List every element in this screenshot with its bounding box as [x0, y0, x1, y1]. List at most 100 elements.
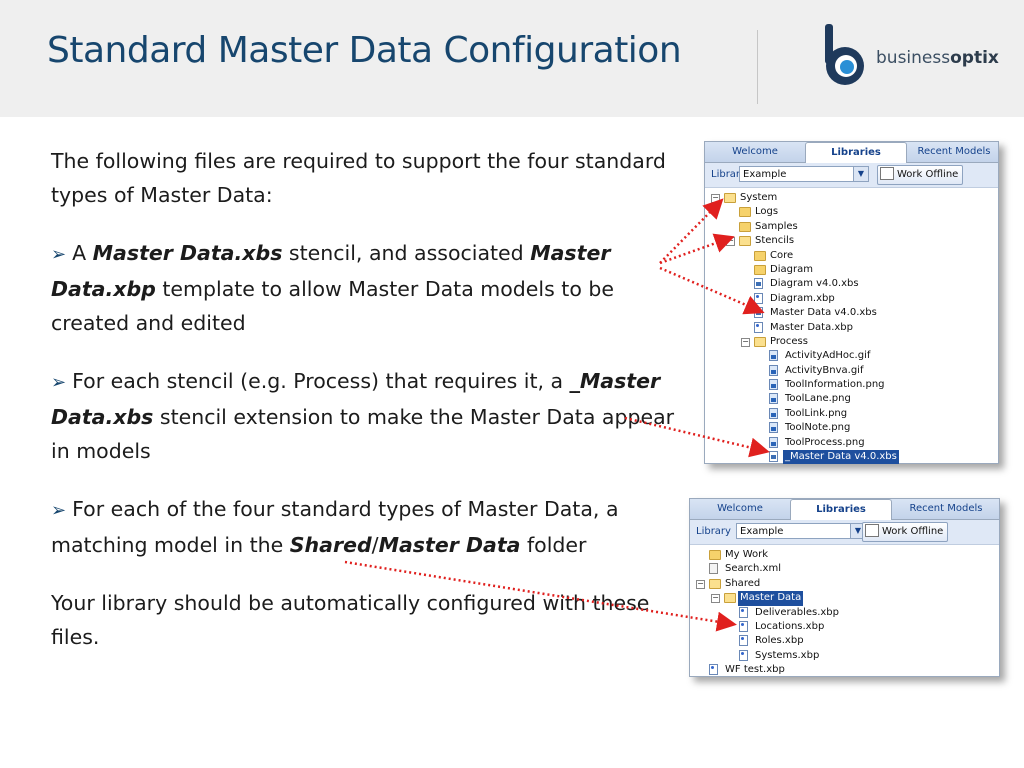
work-offline-button[interactable]: Work Offline	[862, 522, 949, 542]
arrow-bullet-icon: ➢	[51, 372, 67, 393]
tree-row[interactable]: Deliverables.xbp	[690, 606, 999, 620]
tree-row[interactable]: Core	[705, 249, 998, 263]
logo-mark-icon	[825, 24, 864, 85]
library-toolbar: Library Example▼ Work Offline	[705, 163, 998, 188]
bullet3-sep: /	[371, 533, 379, 557]
tree-row[interactable]: − Master Data	[690, 591, 999, 606]
tree-row[interactable]: Logs	[705, 205, 998, 219]
library-select-value: Example	[740, 526, 784, 537]
bullet-stencil-template: ➢A Master Data.xbs stencil, and associat…	[51, 236, 691, 340]
work-offline-button[interactable]: Work Offline	[877, 165, 964, 185]
tree-row[interactable]: − System	[705, 191, 998, 205]
tree-row[interactable]: _Master Data v4.0.xbs	[705, 450, 998, 465]
tree-row[interactable]: ToolInformation.png	[705, 378, 998, 392]
tab-recent-models[interactable]: Recent Models	[917, 146, 991, 157]
library-select[interactable]: Example▼	[739, 166, 869, 182]
tree-row[interactable]: Diagram.xbp	[705, 292, 998, 306]
collapse-toggle-icon[interactable]: −	[711, 193, 720, 203]
image-file-icon	[769, 364, 778, 376]
tree-row[interactable]: WF test.xbp	[690, 663, 999, 677]
tree-item-label: Deliverables.xbp	[755, 606, 839, 618]
tree-item-label: Core	[770, 249, 794, 261]
tree-row[interactable]: Locations.xbp	[690, 620, 999, 634]
template-file-icon	[709, 664, 718, 676]
folder-open-icon	[754, 336, 766, 347]
tree-item-label: WF test.xbp	[725, 664, 785, 676]
panel-tab-strip: Welcome Libraries Recent Models	[690, 499, 999, 520]
slide-header: Standard Master Data Configuration busin…	[0, 0, 1024, 117]
library-label: Library	[696, 526, 731, 537]
tree-row[interactable]: Diagram	[705, 263, 998, 277]
tree-row[interactable]: ToolNote.png	[705, 421, 998, 435]
tree-item-label: Search.xml	[725, 563, 781, 575]
tree-item-label: Master Data	[738, 591, 804, 606]
tab-libraries[interactable]: Libraries	[805, 142, 907, 163]
bullet1-pre: A	[72, 241, 93, 265]
collapse-toggle-icon[interactable]: −	[711, 593, 720, 604]
tree-row[interactable]: Master Data v4.0.xbs	[705, 306, 998, 320]
intro-paragraph: The following files are required to supp…	[51, 149, 666, 207]
libraries-panel-system: Welcome Libraries Recent Models Library …	[704, 141, 999, 465]
offline-icon	[865, 524, 879, 537]
tree-row[interactable]: ActivityAdHoc.gif	[705, 349, 998, 363]
tab-welcome[interactable]: Welcome	[717, 503, 763, 514]
tree-row[interactable]: −Stencils	[705, 234, 998, 248]
library-label: Library	[711, 169, 746, 180]
tab-recent-models[interactable]: Recent Models	[909, 503, 983, 514]
tab-welcome[interactable]: Welcome	[732, 146, 778, 157]
tree-row[interactable]: −Process	[705, 335, 998, 349]
folder-icon	[709, 550, 721, 560]
library-select[interactable]: Example ▼	[736, 523, 866, 539]
tree-item-label: Diagram	[770, 263, 813, 275]
tree-row[interactable]: Master Data.xbp	[705, 321, 998, 335]
tree-row[interactable]: ToolProcess.png	[705, 436, 998, 450]
collapse-toggle-icon[interactable]: −	[726, 236, 735, 247]
tree-item-label: System	[740, 192, 778, 203]
collapse-toggle-icon[interactable]: −	[696, 578, 705, 589]
tree-row[interactable]: Systems.xbp	[690, 649, 999, 663]
tree-item-label: Samples	[755, 220, 798, 232]
collapse-toggle-icon[interactable]: −	[741, 336, 750, 347]
tree-item-label: ToolInformation.png	[785, 379, 885, 391]
tree-item-label: ActivityBnva.gif	[785, 364, 864, 376]
bullet-stencil-extension: ➢For each stencil (e.g. Process) that re…	[51, 364, 691, 468]
bullet1-mid: stencil, and associated	[282, 241, 531, 265]
template-file-icon	[739, 620, 748, 632]
bullet2-post: stencil extension to make the Master Dat…	[51, 405, 675, 463]
bullet1-post: template to allow Master Data models to …	[51, 277, 615, 335]
tab-libraries[interactable]: Libraries	[790, 499, 892, 520]
chevron-down-icon[interactable]: ▼	[850, 524, 865, 538]
tree-item-label: Diagram v4.0.xbs	[770, 278, 859, 290]
tree-item-label: Master Data v4.0.xbs	[770, 307, 877, 319]
image-file-icon	[769, 379, 778, 391]
tree-row[interactable]: My Work	[690, 548, 999, 562]
tree-item-label: ToolLink.png	[785, 407, 848, 419]
tree-item-label: Systems.xbp	[755, 649, 820, 661]
panel-tab-strip: Welcome Libraries Recent Models	[705, 142, 998, 163]
tree-row[interactable]: ActivityBnva.gif	[705, 364, 998, 378]
offline-icon	[880, 167, 894, 180]
tree-row[interactable]: ToolLink.png	[705, 407, 998, 421]
bullet-shared-models: ➢For each of the four standard types of …	[51, 492, 691, 562]
slide-body: The following files are required to supp…	[51, 144, 691, 678]
tree-item-label: My Work	[725, 549, 769, 560]
tree-row[interactable]: Diagram v4.0.xbs	[705, 277, 998, 291]
tree-item-label: ToolLane.png	[785, 393, 851, 405]
tree-row[interactable]: Search.xml	[690, 562, 999, 576]
tree-item-label: Diagram.xbp	[770, 292, 835, 304]
image-file-icon	[769, 393, 778, 405]
tree-row[interactable]: Samples	[705, 220, 998, 234]
tree-item-label: ToolNote.png	[785, 422, 851, 434]
image-file-icon	[769, 350, 778, 362]
template-file-icon	[739, 606, 748, 618]
slide-title: Standard Master Data Configuration	[47, 30, 682, 71]
folder-icon	[739, 207, 751, 218]
tree-row[interactable]: Roles.xbp	[690, 634, 999, 648]
folder-icon	[754, 250, 766, 261]
tree-row[interactable]: −Shared	[690, 577, 999, 591]
tree-item-label: Logs	[755, 206, 779, 218]
chevron-down-icon[interactable]: ▼	[853, 167, 868, 181]
tree-row[interactable]: ToolLane.png	[705, 392, 998, 406]
